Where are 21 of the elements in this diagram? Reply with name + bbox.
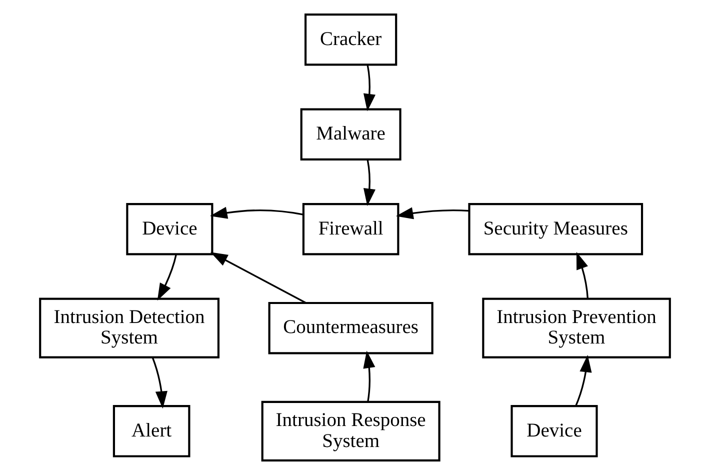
node-box: Malware <box>300 108 401 160</box>
arrow <box>362 64 375 111</box>
arrow <box>151 356 167 408</box>
node-box: Intrusion Prevention System <box>482 297 670 358</box>
node-box: Firewall <box>302 202 399 255</box>
arrow <box>210 252 306 303</box>
arrow <box>395 206 469 219</box>
node-box: Countermeasures <box>268 301 433 354</box>
arrow <box>156 254 176 300</box>
arrow <box>362 350 375 402</box>
node-box: Alert <box>112 404 190 457</box>
node-box: Intrusion Response System <box>260 400 440 461</box>
node-box: Intrusion Detection System <box>38 297 219 358</box>
node-box: Device <box>126 202 213 255</box>
node-box: Cracker <box>304 13 397 66</box>
arrow <box>576 251 588 298</box>
node-box: Security Measures <box>468 202 643 255</box>
node-box: Device <box>510 404 598 457</box>
arrow <box>210 206 303 218</box>
arrow <box>362 159 375 206</box>
arrow <box>574 354 592 406</box>
